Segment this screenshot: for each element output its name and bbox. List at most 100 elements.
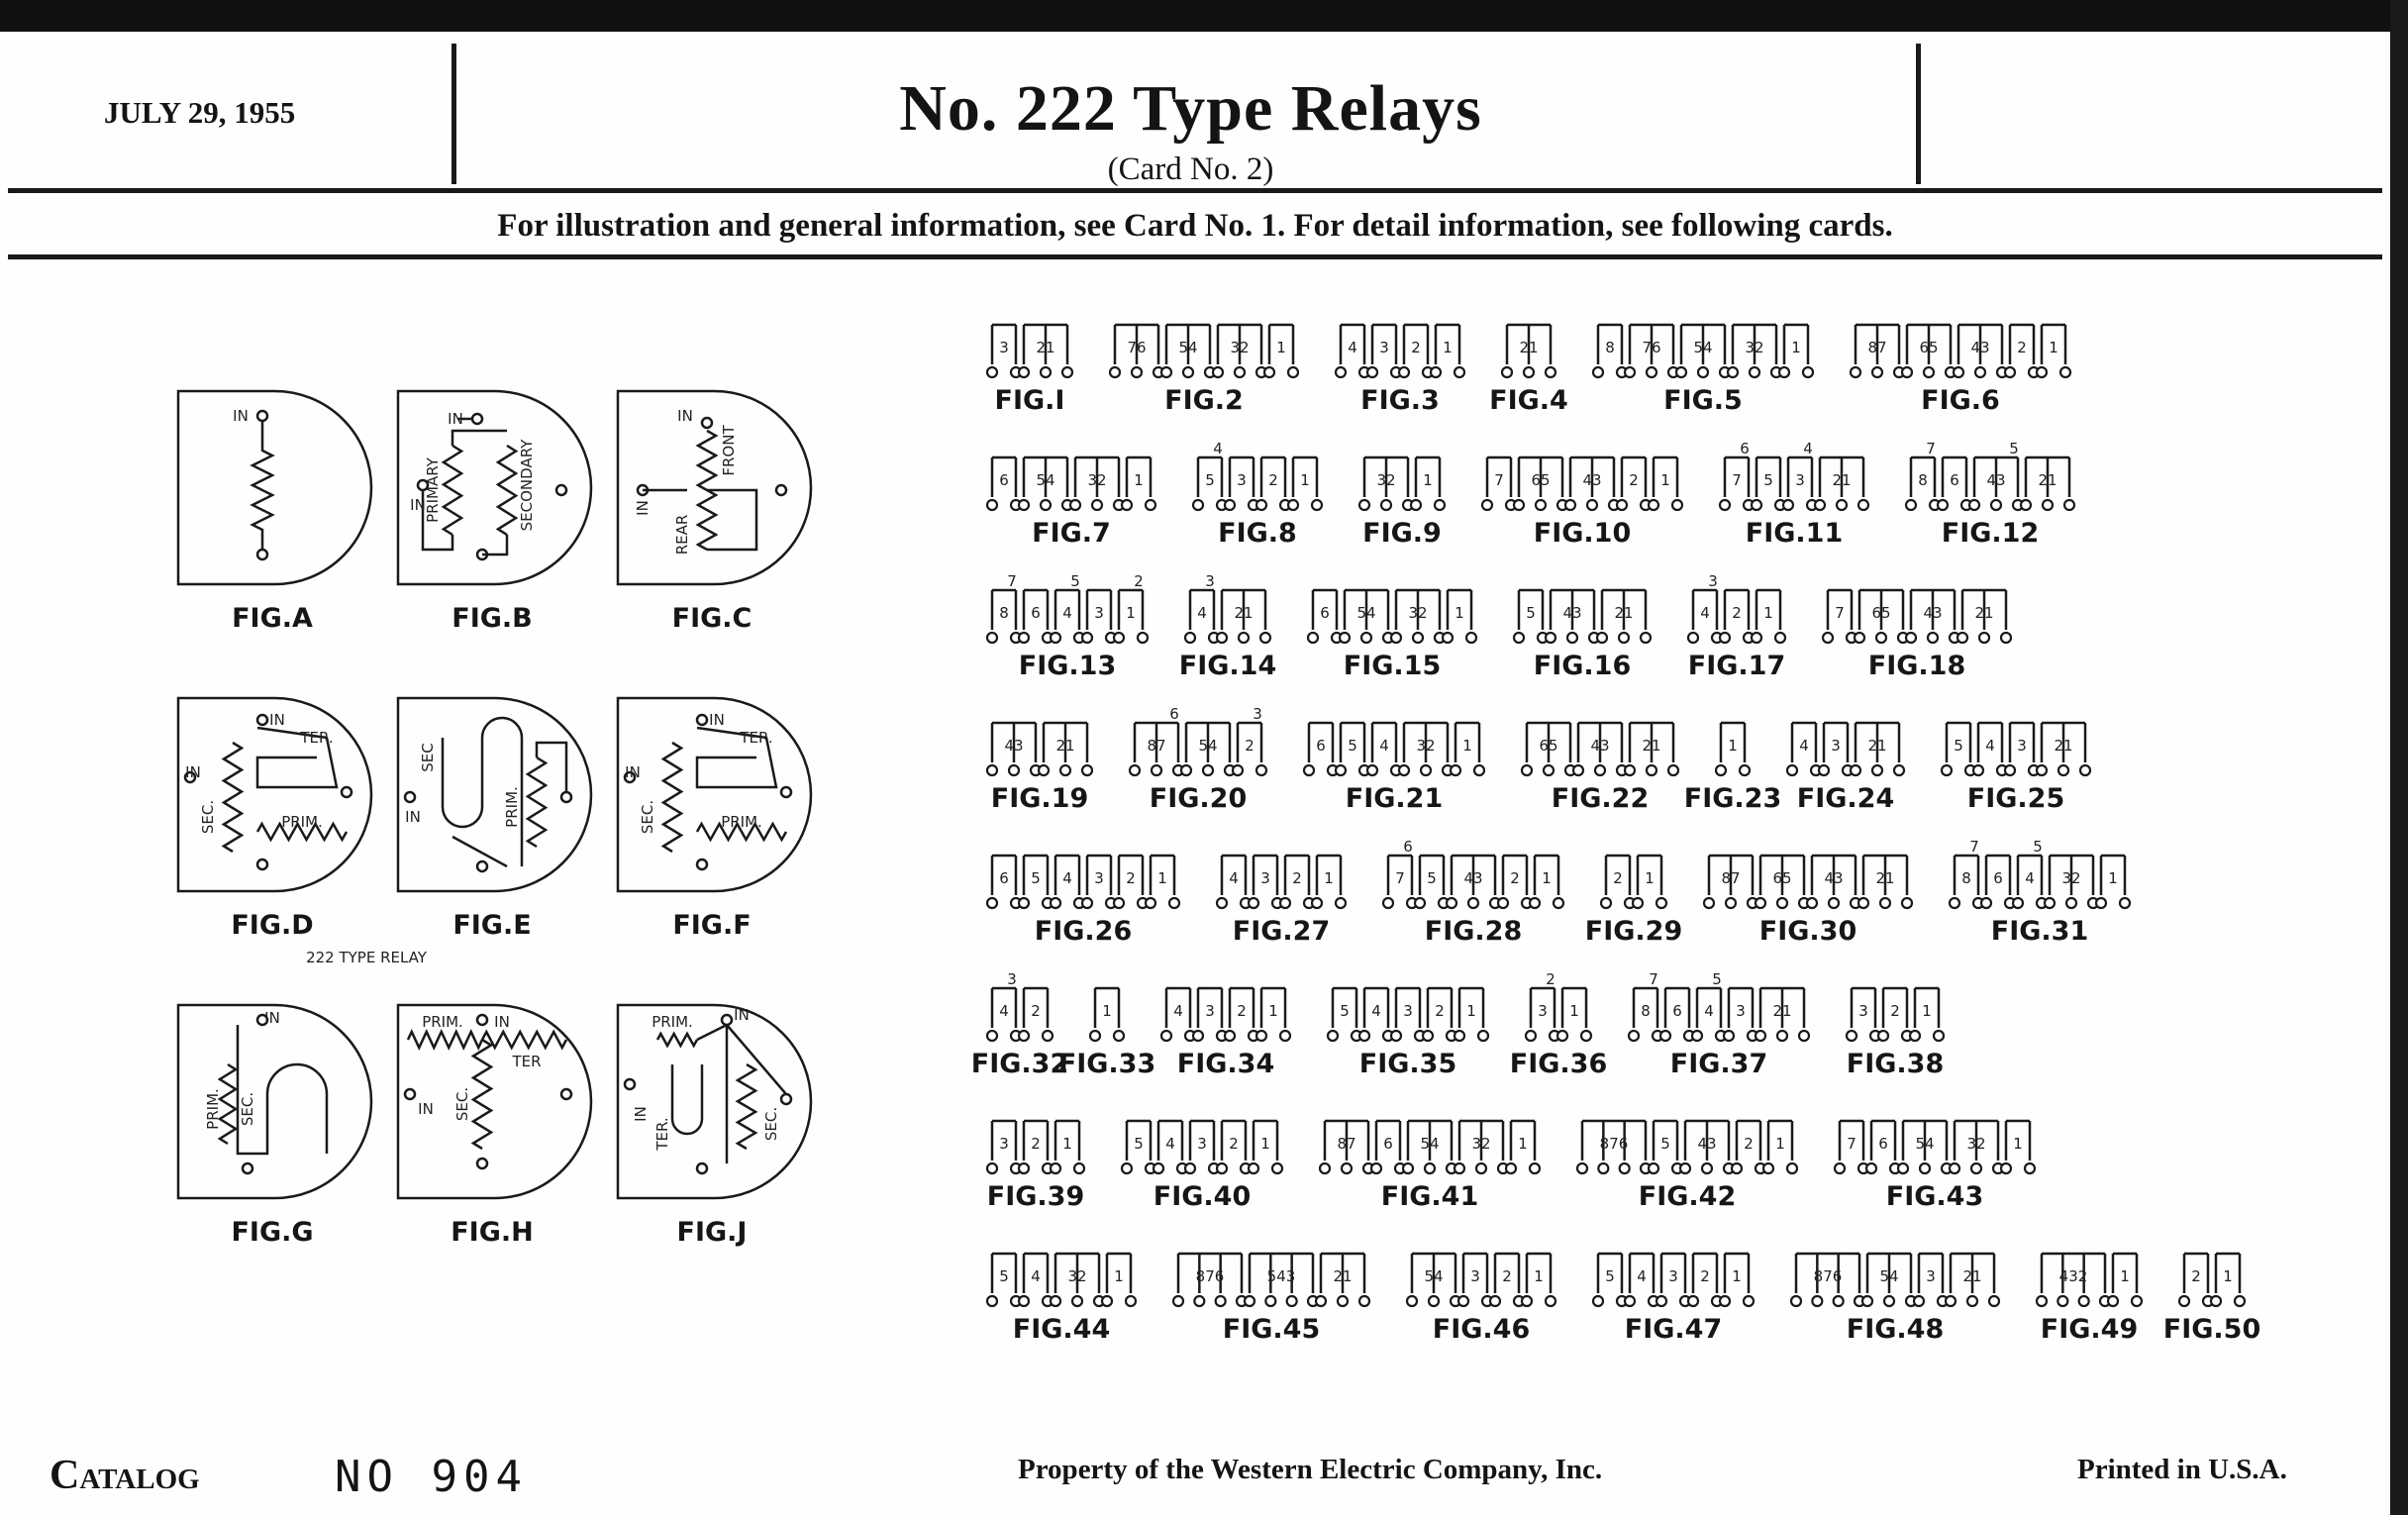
spring-number: 6 <box>1383 1135 1393 1153</box>
spring-pin <box>1805 896 1819 910</box>
sec-winding <box>660 741 684 854</box>
coil-text: IN <box>634 500 652 516</box>
coil-text: REAR <box>673 515 691 556</box>
spring-pin <box>1389 631 1403 645</box>
spring-number: 1 <box>1534 1267 1544 1285</box>
spring-pin <box>1528 1162 1542 1175</box>
spring-pin <box>1128 763 1142 777</box>
spring-pin <box>1401 1162 1415 1175</box>
terminal <box>470 412 484 426</box>
spring-pin <box>2043 896 2057 910</box>
spring-pin <box>1049 631 1062 645</box>
spring-pin <box>1623 1294 1637 1308</box>
header-divider-right <box>1916 44 1921 184</box>
spring-number: 4 <box>1197 604 1207 622</box>
spring-pin <box>1797 1029 1811 1043</box>
spring-pin <box>1882 1294 1896 1308</box>
spring-pin <box>2118 896 2132 910</box>
spring-number: 1 <box>1268 1002 1278 1020</box>
spring-number: 1 <box>1922 1002 1932 1020</box>
spring-pin <box>1686 631 1700 645</box>
spring-figure-label: FIG.2 <box>1164 385 1244 416</box>
spring-pin <box>1037 763 1051 777</box>
spring-pin <box>1017 1294 1031 1308</box>
spring-number: 2 <box>1890 1002 1900 1020</box>
spring-number: 5 <box>1348 737 1357 755</box>
spring-pin <box>1070 1294 1084 1308</box>
spring-pin <box>2041 498 2055 512</box>
transfer-mark: 2 <box>1134 572 1144 590</box>
spring-pin <box>1918 1162 1932 1175</box>
spring-pin <box>1999 1162 2013 1175</box>
spring-number: 8 <box>999 604 1009 622</box>
spring-pin <box>1068 498 1082 512</box>
spring-pin <box>1445 896 1458 910</box>
spring-pin <box>1215 896 1229 910</box>
spring-pin <box>985 1294 999 1308</box>
coil-text: IN <box>734 1006 750 1024</box>
spring-number: 1 <box>1732 1267 1742 1285</box>
spring-pin <box>1754 1029 1767 1043</box>
ter-winding <box>255 726 339 789</box>
spring-pin <box>1544 365 1557 379</box>
terminal <box>255 858 269 871</box>
spring-pin <box>1904 631 1918 645</box>
spring-pin <box>1247 896 1260 910</box>
spring-pin <box>1413 896 1427 910</box>
spring-figure-label: FIG.46 <box>1433 1314 1530 1345</box>
spring-pin <box>1761 1162 1775 1175</box>
spring-number: 1 <box>1102 1002 1112 1020</box>
spring-pin <box>1453 1162 1466 1175</box>
spring-pin <box>1686 1294 1700 1308</box>
coil-text: IN <box>418 1100 434 1118</box>
front-winding <box>695 429 719 492</box>
transfer-mark: 6 <box>1169 705 1179 723</box>
terminal <box>183 770 197 784</box>
spring-pin <box>1522 365 1536 379</box>
spring-number: 32 <box>1966 1135 1985 1153</box>
coil-text: FRONT <box>720 425 738 476</box>
spring-pin <box>1211 365 1225 379</box>
card-date: JULY 29, 1955 <box>104 95 296 130</box>
spring-number: 432 <box>2059 1267 2088 1285</box>
spring-pin <box>1785 763 1799 777</box>
spring-number: 65 <box>1919 339 1938 356</box>
spring-pin <box>1223 1029 1237 1043</box>
spring-pin <box>2035 1294 2049 1308</box>
spring-number: 87 <box>1867 339 1886 356</box>
terminal <box>403 790 417 804</box>
terminal <box>695 713 709 727</box>
spring-number: 54 <box>1178 339 1197 356</box>
spring-number: 1 <box>1728 737 1738 755</box>
spring-pin <box>1179 763 1193 777</box>
spring-number: 3 <box>1470 1267 1480 1285</box>
spring-pin <box>1181 365 1195 379</box>
prim-winding <box>217 1062 239 1146</box>
spring-pin <box>985 1029 999 1043</box>
spring-number: 2 <box>2017 339 2027 356</box>
spring-number: 1 <box>1423 471 1433 489</box>
spring-pin <box>1049 1294 1062 1308</box>
spring-figure-label: FIG.4 <box>1489 385 1568 416</box>
spring-number: 2 <box>1292 869 1302 887</box>
spring-pin <box>1112 896 1126 910</box>
spring-number: 54 <box>1693 339 1712 356</box>
spring-figure-label: FIG.8 <box>1218 518 1297 549</box>
coil-figure-label: FIG.E <box>452 910 531 941</box>
spring-pin <box>1666 763 1680 777</box>
spring-number: 3 <box>2017 737 2027 755</box>
spring-number: 3 <box>1403 1002 1413 1020</box>
transfer-mark: 7 <box>1926 440 1936 457</box>
sec-winding <box>470 1038 494 1151</box>
spring-number: 2 <box>1245 737 1254 755</box>
spring-number: 4 <box>1062 604 1072 622</box>
spring-pin <box>1397 763 1411 777</box>
